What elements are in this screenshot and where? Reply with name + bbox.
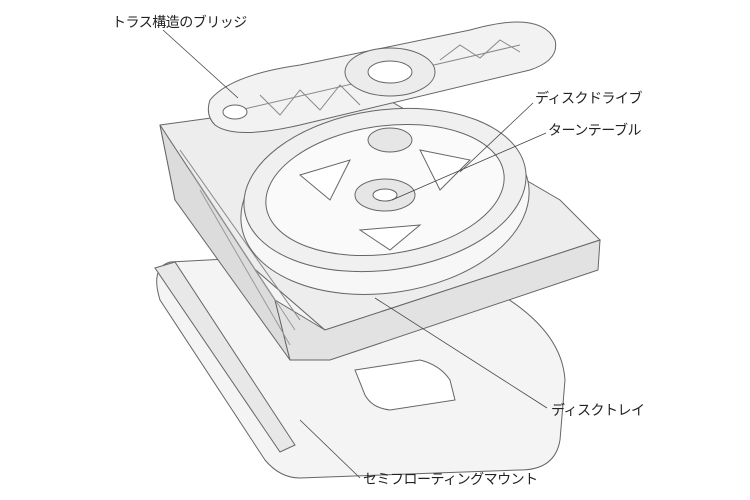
leader-lines [162,29,548,479]
label-semi-floating-mount: セミフローティングマウント [363,472,538,488]
leader-mount [299,419,361,479]
leader-disc-tray [374,297,548,409]
leader-bridge [162,29,239,99]
tray-box-front [274,239,601,361]
label-turntable: ターンテーブル [548,123,641,139]
leader-disc-drive [459,102,534,173]
left-rail [154,261,296,453]
leader-turntable [391,132,547,201]
spindle [367,127,413,153]
label-disc-tray: ディスクトレイ [551,403,645,419]
base-cutout [354,359,456,411]
label-truss-bridge: トラス構造のブリッジ [112,15,247,31]
label-disc-drive: ディスクドライブ [535,91,643,107]
